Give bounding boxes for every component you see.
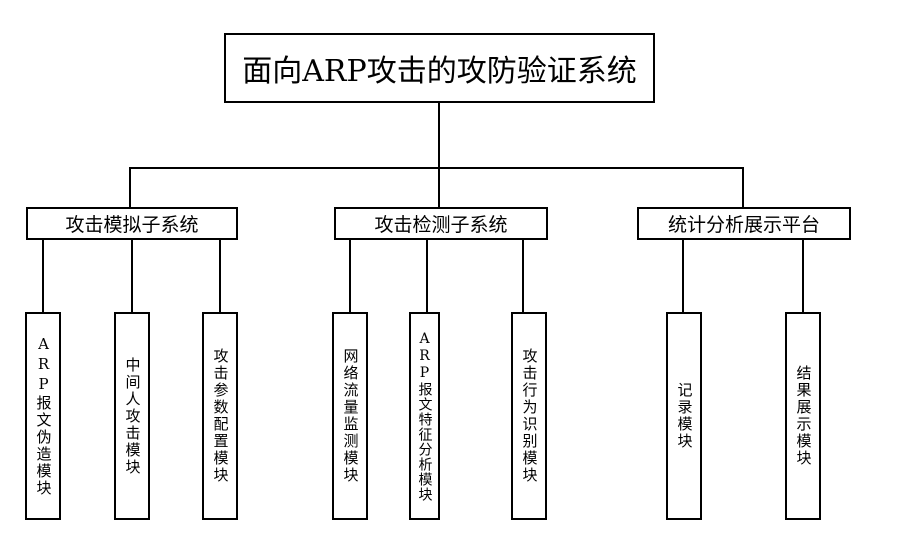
module-arp-feature-analysis: ARP报文特征分析模块	[409, 312, 440, 520]
subsystem-attack-simulation: 攻击模拟子系统	[26, 207, 238, 240]
subsystem-label: 统计分析展示平台	[667, 214, 820, 236]
module-1-1-connector	[42, 240, 44, 312]
module-2-3-connector	[522, 240, 524, 312]
subsystem-3-connector	[742, 167, 744, 207]
subsystem-attack-detection: 攻击检测子系统	[334, 207, 548, 240]
module-label: 攻击行为识别模块	[520, 348, 539, 484]
module-3-1-connector	[682, 240, 684, 312]
module-arp-forgery: ARP报文伪造模块	[25, 312, 61, 520]
module-mitm-attack: 中间人攻击模块	[114, 312, 150, 520]
module-attack-params: 攻击参数配置模块	[202, 312, 238, 520]
subsystem-label: 攻击检测子系统	[374, 214, 508, 236]
module-1-3-connector	[219, 240, 221, 312]
module-traffic-monitor: 网络流量监测模块	[332, 312, 368, 520]
module-label: ARP报文伪造模块	[34, 335, 53, 497]
module-record: 记录模块	[666, 312, 702, 520]
subsystem-2-connector	[438, 167, 440, 207]
module-label: 攻击参数配置模块	[211, 348, 230, 484]
module-attack-behavior-recognition: 攻击行为识别模块	[511, 312, 547, 520]
module-label: 中间人攻击模块	[123, 356, 142, 476]
module-result-display: 结果展示模块	[785, 312, 821, 520]
root-system-box: 面向ARP攻击的攻防验证系统	[224, 33, 655, 103]
top-bus	[129, 167, 744, 169]
module-label: 记录模块	[675, 382, 694, 450]
module-label: 网络流量监测模块	[341, 348, 360, 484]
module-2-1-connector	[349, 240, 351, 312]
module-2-2-connector	[426, 240, 428, 312]
module-label: 结果展示模块	[794, 365, 813, 467]
subsystem-statistics-platform: 统计分析展示平台	[637, 207, 851, 240]
module-label: ARP报文特征分析模块	[416, 330, 433, 502]
root-system-label: 面向ARP攻击的攻防验证系统	[242, 54, 637, 89]
subsystem-label: 攻击模拟子系统	[65, 214, 199, 236]
module-1-2-connector	[131, 240, 133, 312]
root-connector	[438, 103, 440, 168]
module-3-2-connector	[802, 240, 804, 312]
subsystem-1-connector	[129, 167, 131, 207]
